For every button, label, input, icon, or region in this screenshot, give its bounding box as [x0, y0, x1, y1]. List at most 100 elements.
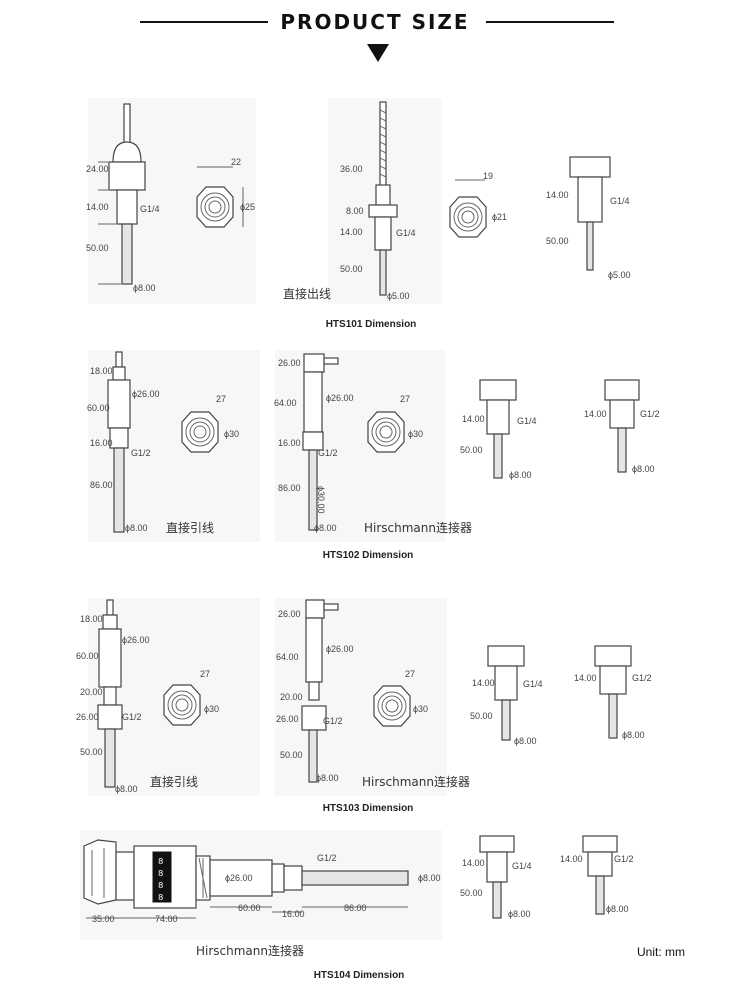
hts101-b-dia: ϕ5.00 — [387, 291, 410, 301]
hts102-c-d2: 50.00 — [460, 445, 483, 455]
hts103-a-thread: G1/2 — [122, 712, 142, 722]
hts103-a-od: ϕ26.00 — [122, 635, 150, 645]
hts103-hexb-w: 27 — [405, 669, 415, 679]
hts102-a-od: ϕ26.00 — [132, 389, 160, 399]
hts104-c-d2: 50.00 — [460, 888, 483, 898]
hts103-a-d2: 60.00 — [76, 651, 99, 661]
hts103-b-thread: G1/2 — [323, 716, 343, 726]
hts103-a-d5: 50.00 — [80, 747, 103, 757]
hts102-c-d1: 14.00 — [462, 414, 485, 424]
hts103-c-dia: ϕ8.00 — [514, 736, 537, 746]
hts101-sensor-a: 24.00 14.00 50.00 G1/4 ϕ8.00 — [86, 103, 160, 293]
hts102-d-d1: 14.00 — [584, 409, 607, 419]
hts102-section: 18.00 60.00 16.00 86.00 ϕ26.00 G1/2 ϕ8.0… — [87, 350, 660, 561]
hts102-hex-a: 27 ϕ30 — [181, 394, 239, 453]
hts103-b-d3: 20.00 — [280, 692, 303, 702]
hts102-b-thread: G1/2 — [318, 448, 338, 458]
hts102-b-od: ϕ26.00 — [326, 393, 354, 403]
hts102-sensor-d: 14.00 G1/2 ϕ8.00 — [584, 379, 660, 474]
hts103-b-d4: 26.00 — [276, 714, 299, 724]
hts104-sensor-d: 14.00 G1/2 ϕ8.00 — [560, 835, 634, 915]
hts104-caption: HTS104 Dimension — [314, 970, 405, 981]
hts103-c-d1: 14.00 — [472, 678, 495, 688]
svg-text:8: 8 — [158, 893, 163, 903]
hts103-d-thread: G1/2 — [632, 673, 652, 683]
hts103-note1: 直接引线 — [150, 774, 198, 789]
hts104-sensor-c: 14.00 50.00 G1/4 ϕ8.00 — [460, 835, 532, 919]
hts101-caption: HTS101 Dimension — [326, 319, 417, 330]
hts103-a-d4: 26.00 — [76, 712, 99, 722]
hts103-c-d2: 50.00 — [470, 711, 493, 721]
hts103-a-d1: 18.00 — [80, 614, 103, 624]
hts103-d-d1: 14.00 — [574, 673, 597, 683]
hts104-a-d1: 35.00 — [92, 914, 115, 924]
hts102-note2: Hirschmann连接器 — [364, 520, 472, 535]
hts103-b-d2: 64.00 — [276, 652, 299, 662]
hts102-hexb-w: 27 — [400, 394, 410, 404]
page-title: PRODUCT SIZE — [280, 10, 470, 34]
hts101-section: 24.00 14.00 50.00 G1/4 ϕ8.00 22 ϕ25 36.0… — [86, 98, 631, 330]
hts102-b-rod: ϕ30.00 — [316, 486, 326, 514]
hts102-a-dia: ϕ8.00 — [125, 523, 148, 533]
hts103-hex-a: 27 ϕ30 — [163, 669, 219, 726]
hts103-sensor-d: 14.00 G1/2 ϕ8.00 — [574, 645, 652, 740]
hts101-note: 直接出线 — [283, 286, 331, 301]
hts101-c-thread: G1/4 — [610, 196, 630, 206]
hts102-hex-b: 27 ϕ30 — [367, 394, 423, 453]
hts103-sensor-b: 26.00 64.00 20.00 26.00 50.00 ϕ26.00 G1/… — [276, 599, 354, 783]
hts104-a-d2: 74.00 — [155, 914, 178, 924]
hts103-caption: HTS103 Dimension — [323, 803, 414, 814]
hts101-hexb-w: 19 — [483, 171, 493, 181]
hts102-c-thread: G1/4 — [517, 416, 537, 426]
hts101-a-d1: 24.00 — [86, 164, 109, 174]
down-arrow-icon — [367, 44, 389, 62]
hts101-b-d2: 8.00 — [346, 206, 364, 216]
hts102-a-thread: G1/2 — [131, 448, 151, 458]
hts102-b-d4: 86.00 — [278, 483, 301, 493]
hts101-a-d3: 50.00 — [86, 243, 109, 253]
hts101-c-dia: ϕ5.00 — [608, 270, 631, 280]
hts104-d-dia: ϕ8.00 — [606, 904, 629, 914]
hts103-a-dia: ϕ8.00 — [115, 784, 138, 794]
hts102-sensor-a: 18.00 60.00 16.00 86.00 ϕ26.00 G1/2 ϕ8.0… — [87, 351, 160, 533]
hts102-b-d2: 64.00 — [274, 398, 297, 408]
hts102-a-d2: 60.00 — [87, 403, 110, 413]
hts101-c-d2: 50.00 — [546, 236, 569, 246]
hts103-sensor-c: 14.00 50.00 G1/4 ϕ8.00 — [470, 645, 543, 746]
hts102-a-d1: 18.00 — [90, 366, 113, 376]
hts103-c-thread: G1/4 — [523, 679, 543, 689]
svg-text:8: 8 — [158, 869, 163, 879]
hts101-b-d3: 14.00 — [340, 227, 363, 237]
hts102-sensor-b: 26.00 64.00 16.00 86.00 ϕ26.00 G1/2 ϕ30.… — [274, 353, 354, 533]
hts104-d-thread: G1/2 — [614, 854, 634, 864]
hts102-note1: 直接引线 — [166, 520, 214, 535]
hts104-note: Hirschmann连接器 — [196, 943, 304, 958]
hts104-a-d4: 16.00 — [282, 909, 305, 919]
header-line-left — [140, 21, 268, 23]
hts103-b-dia: ϕ8.00 — [316, 773, 339, 783]
hts102-sensor-c: 14.00 50.00 G1/4 ϕ8.00 — [460, 379, 537, 480]
hts101-a-d2: 14.00 — [86, 202, 109, 212]
hts101-c-d1: 14.00 — [546, 190, 569, 200]
hts103-b-d1: 26.00 — [278, 609, 301, 619]
unit-label: Unit: mm — [637, 945, 685, 959]
hts102-b-d3: 16.00 — [278, 438, 301, 448]
hts104-c-d1: 14.00 — [462, 858, 485, 868]
hts103-section: 18.00 60.00 20.00 26.00 50.00 ϕ26.00 G1/… — [76, 598, 652, 814]
hts103-note2: Hirschmann连接器 — [362, 774, 470, 789]
hts102-b-d1: 26.00 — [278, 358, 301, 368]
hts103-b-od: ϕ26.00 — [326, 644, 354, 654]
hts102-d-dia: ϕ8.00 — [632, 464, 655, 474]
hts101-hexa-w: 22 — [231, 157, 241, 167]
hts101-a-dia: ϕ8.00 — [133, 283, 156, 293]
hts103-d-dia: ϕ8.00 — [622, 730, 645, 740]
hts104-a-d3: 60.00 — [238, 903, 261, 913]
hts101-hex-b: 19 ϕ21 — [449, 171, 507, 238]
hts104-a-d5: 86.00 — [344, 903, 367, 913]
hts102-caption: HTS102 Dimension — [323, 550, 414, 561]
hts101-a-thread: G1/4 — [140, 204, 160, 214]
hts102-d-thread: G1/2 — [640, 409, 660, 419]
hts101-hexb-h: ϕ21 — [492, 212, 507, 222]
